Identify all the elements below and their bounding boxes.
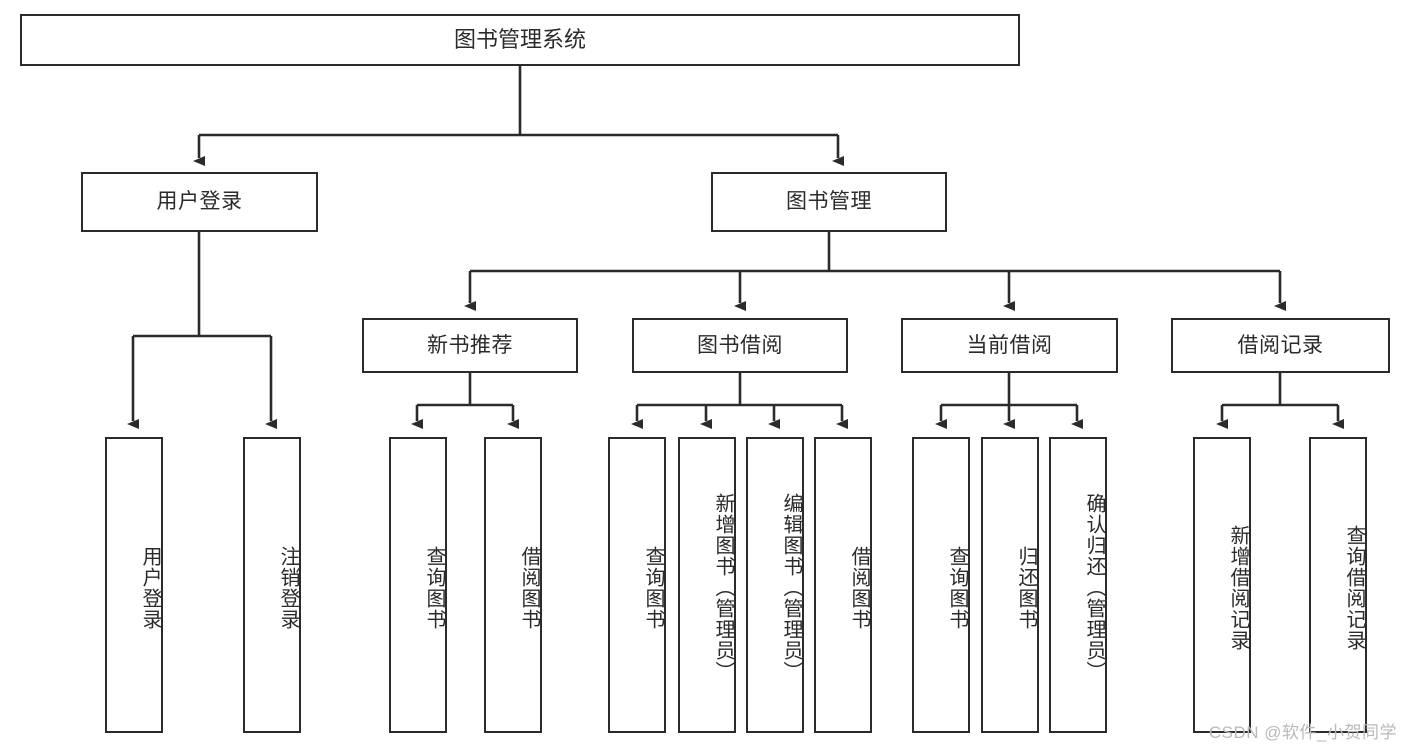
node-leaf-query-book-2[interactable]: 查询图书 <box>608 437 666 733</box>
node-leaf-query-record[interactable]: 查询借阅记录 <box>1309 437 1367 733</box>
node-leaf-add-book[interactable]: 新增图书（管理员） <box>678 437 736 733</box>
node-leaf-edit-book[interactable]: 编辑图书（管理员） <box>746 437 804 733</box>
node-leaf-borrow-book-2[interactable]: 借阅图书 <box>814 437 872 733</box>
watermark-text: CSDN @软件_小贺同学 <box>1208 723 1397 742</box>
node-leaf-query-book-1-label: 查询图书 <box>423 546 445 630</box>
node-leaf-user-login-label: 用户登录 <box>139 546 161 630</box>
node-root-label: 图书管理系统 <box>453 26 586 52</box>
node-book-borrow[interactable]: 图书借阅 <box>632 318 848 373</box>
node-leaf-return-book-label: 归还图书 <box>1015 546 1037 630</box>
node-root[interactable]: 图书管理系统 <box>20 14 1020 66</box>
node-current-borrow-label: 当前借阅 <box>966 333 1053 357</box>
node-book-management[interactable]: 图书管理 <box>711 172 947 232</box>
node-leaf-add-book-label: 新增图书（管理员） <box>712 492 734 682</box>
node-leaf-logout-login-label: 注销登录 <box>277 546 299 630</box>
node-leaf-add-record[interactable]: 新增借阅记录 <box>1193 437 1251 733</box>
node-leaf-query-book-3[interactable]: 查询图书 <box>912 437 970 733</box>
node-leaf-borrow-book-1-label: 借阅图书 <box>518 546 540 630</box>
node-leaf-confirm-return[interactable]: 确认归还（管理员） <box>1049 437 1107 733</box>
node-user-login[interactable]: 用户登录 <box>81 172 318 232</box>
node-book-management-label: 图书管理 <box>786 190 872 214</box>
node-new-book-recommend-label: 新书推荐 <box>427 333 513 357</box>
node-user-login-label: 用户登录 <box>156 190 243 214</box>
node-leaf-logout-login[interactable]: 注销登录 <box>243 437 301 733</box>
node-leaf-return-book[interactable]: 归还图书 <box>981 437 1039 733</box>
node-leaf-query-book-1[interactable]: 查询图书 <box>389 437 447 733</box>
node-new-book-recommend[interactable]: 新书推荐 <box>362 318 578 373</box>
node-book-borrow-label: 图书借阅 <box>697 333 783 357</box>
node-leaf-add-record-label: 新增借阅记录 <box>1227 525 1249 651</box>
node-leaf-query-book-3-label: 查询图书 <box>946 546 968 630</box>
node-leaf-borrow-book-2-label: 借阅图书 <box>848 546 870 630</box>
node-leaf-query-record-label: 查询借阅记录 <box>1343 525 1365 651</box>
node-current-borrow[interactable]: 当前借阅 <box>901 318 1118 373</box>
node-leaf-user-login[interactable]: 用户登录 <box>105 437 163 733</box>
node-leaf-confirm-return-label: 确认归还（管理员） <box>1083 492 1105 682</box>
node-leaf-borrow-book-1[interactable]: 借阅图书 <box>484 437 542 733</box>
node-leaf-query-book-2-label: 查询图书 <box>642 546 664 630</box>
node-borrow-record-label: 借阅记录 <box>1237 333 1324 357</box>
node-borrow-record[interactable]: 借阅记录 <box>1171 318 1390 373</box>
node-leaf-edit-book-label: 编辑图书（管理员） <box>780 492 802 682</box>
